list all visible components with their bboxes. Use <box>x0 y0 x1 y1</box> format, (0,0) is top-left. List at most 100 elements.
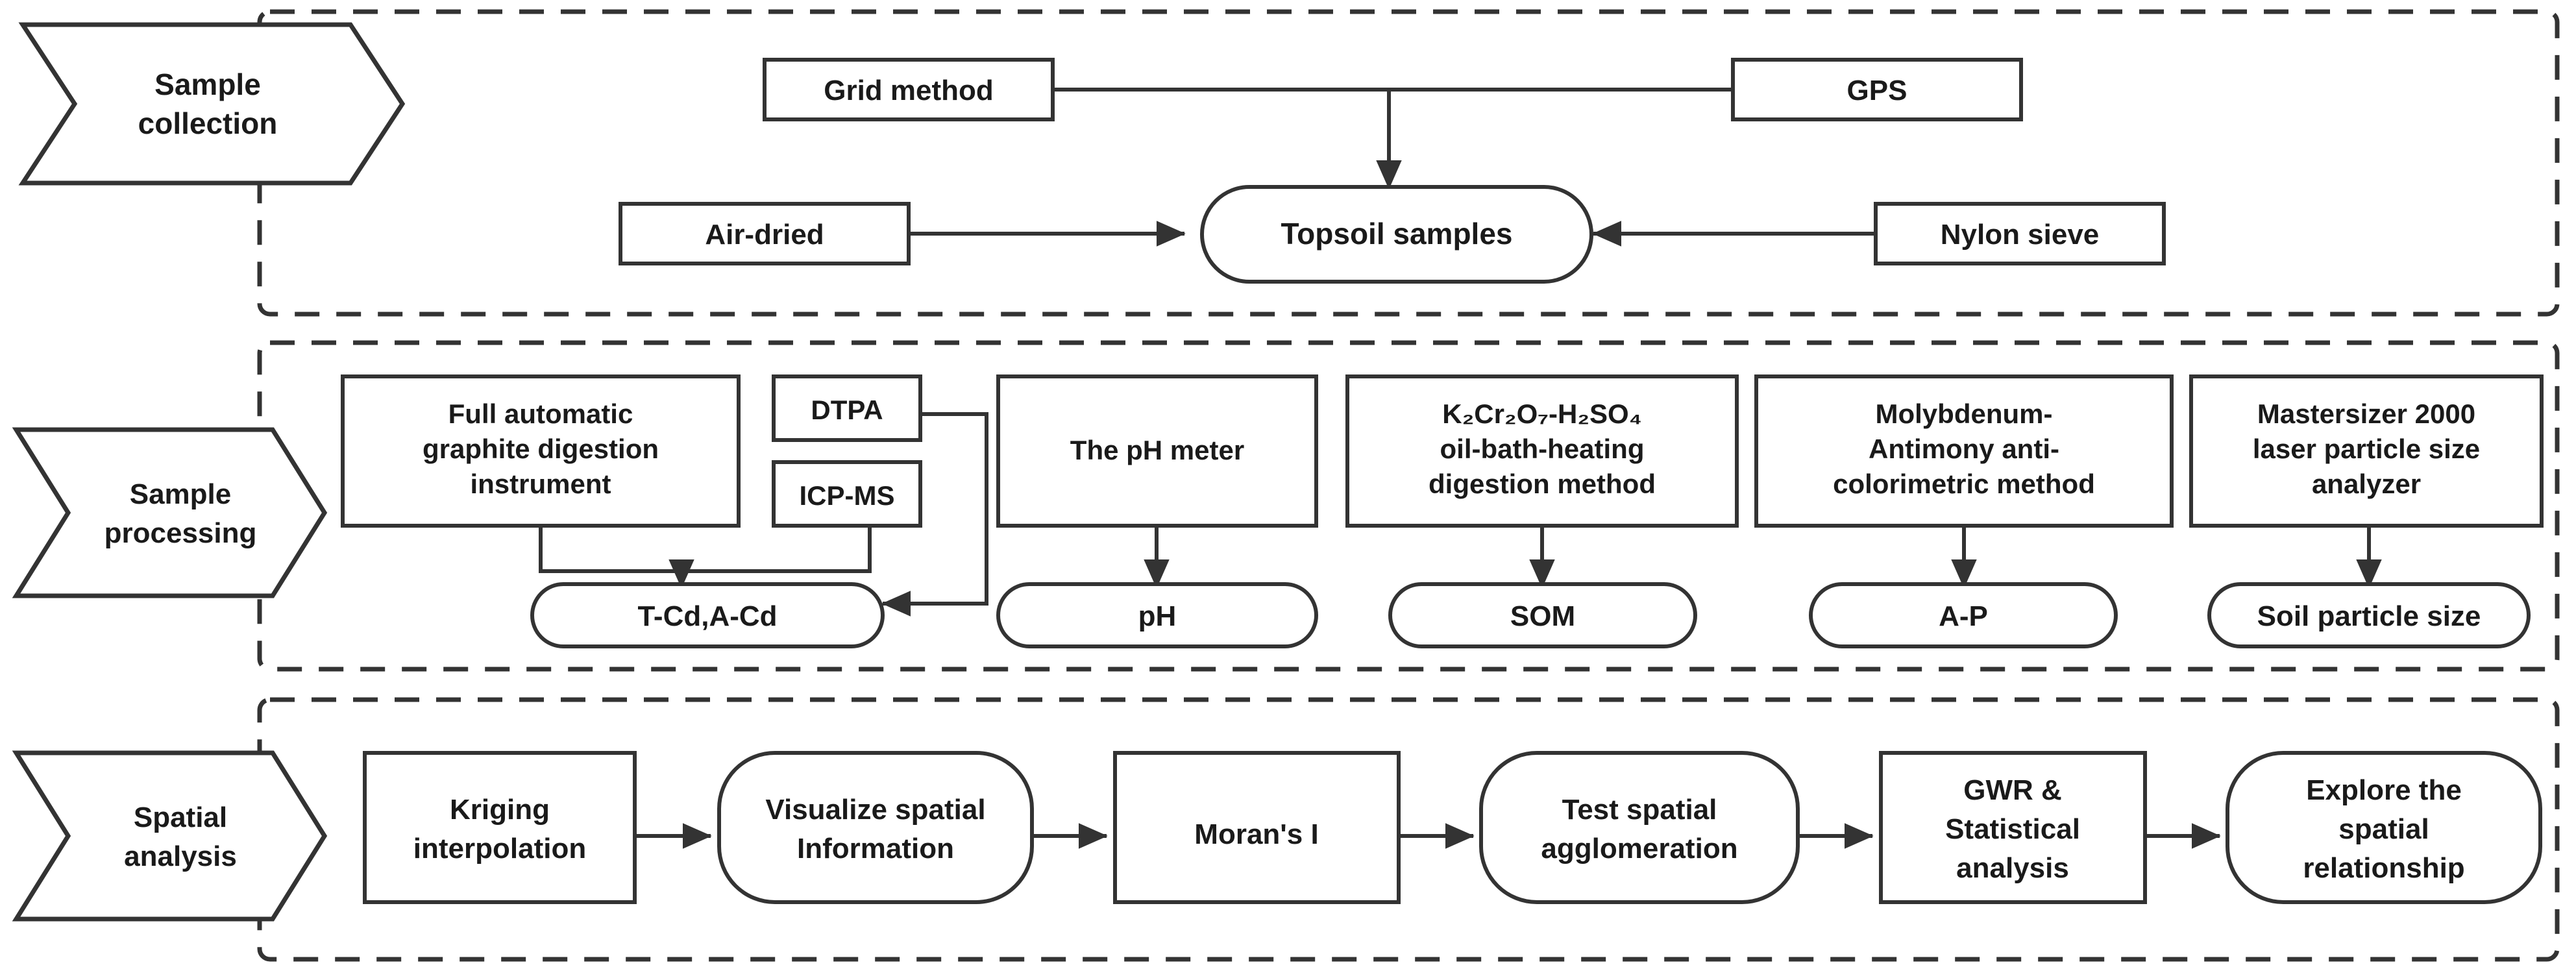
node-ph-shape <box>996 582 1318 648</box>
node-topsoil-samples-shape <box>1200 185 1593 284</box>
node-soil-particle-size-label: Soil particle size <box>2257 600 2481 632</box>
node-oil-bath-line2: oil-bath-heating <box>1440 434 1645 464</box>
node-mastersizer-line3: analyzer <box>2312 469 2421 499</box>
node-visualize-line1: Visualize spatial <box>765 794 985 826</box>
node-gwr-line3: analysis <box>1956 852 2069 884</box>
node-nylon-sieve-shape <box>1874 202 2166 265</box>
stage-chevron-sample-processing[interactable]: Sample processing <box>12 427 328 598</box>
node-graphite-digestion-line1: Full automatic <box>448 399 633 429</box>
node-graphite-digestion-shape <box>341 374 741 528</box>
stage-label-line2: collection <box>138 106 278 140</box>
node-gwr-shape <box>1879 751 2147 904</box>
node-oil-bath-line3: digestion method <box>1429 469 1656 499</box>
node-oil-bath-line1: K₂Cr₂O₇-H₂SO₄ <box>1442 399 1641 429</box>
node-morans-i-label: Moran's I <box>1194 818 1318 850</box>
node-morans-i[interactable]: Moran's I <box>1113 751 1401 904</box>
node-kriging-line2: interpolation <box>413 833 586 865</box>
node-nylon-sieve[interactable]: Nylon sieve <box>1874 202 2166 265</box>
node-air-dried-shape <box>619 202 911 265</box>
node-ph[interactable]: pH <box>996 582 1318 648</box>
stage-chevron-sample-collection[interactable]: Sample collection <box>18 22 406 186</box>
node-dtpa-label: DTPA <box>811 395 883 425</box>
node-graphite-digestion-line3: instrument <box>470 469 611 499</box>
node-ph-label: pH <box>1138 600 1177 632</box>
node-icp-ms-shape <box>772 460 922 528</box>
stage-label-line1: Sample <box>130 478 232 510</box>
node-test-line2: agglomeration <box>1541 833 1737 865</box>
node-dtpa-shape <box>772 374 922 442</box>
node-gwr-statistical-analysis[interactable]: GWR & Statistical analysis <box>1879 751 2147 904</box>
node-molybdenum-line2: Antimony anti- <box>1869 434 2059 464</box>
node-gps-label: GPS <box>1847 75 1907 106</box>
node-visualize-line2: Information <box>797 833 954 865</box>
node-test-line1: Test spatial <box>1562 794 1717 826</box>
node-molybdenum-line3: colorimetric method <box>1833 469 2095 499</box>
node-explore-spatial-relationship[interactable]: Explore the spatial relationship <box>2226 751 2542 904</box>
node-molybdenum-line1: Molybdenum- <box>1876 399 2053 429</box>
stage-label-line2: processing <box>104 517 257 549</box>
node-topsoil-samples-label: Topsoil samples <box>1281 217 1512 251</box>
node-explore-shape <box>2226 751 2542 904</box>
node-explore-line2: spatial <box>2338 813 2429 845</box>
node-test-spatial-shape <box>1479 751 1800 904</box>
node-kriging-interpolation[interactable]: Kriging interpolation <box>363 751 637 904</box>
edge-dtpa-to-tcd <box>881 412 988 617</box>
node-gps-shape <box>1731 58 2023 121</box>
node-ph-meter-shape <box>996 374 1318 528</box>
node-t-cd-a-cd-label: T-Cd,A-Cd <box>637 600 777 632</box>
node-a-p-label: A-P <box>1939 600 1988 632</box>
node-som-shape <box>1388 582 1697 648</box>
node-molybdenum-method-shape <box>1754 374 2174 528</box>
node-nylon-sieve-label: Nylon sieve <box>1941 219 2100 251</box>
node-mastersizer[interactable]: Mastersizer 2000 laser particle size ana… <box>2189 374 2544 528</box>
stage-chevron-shape-1 <box>18 22 406 186</box>
node-visualize-shape <box>717 751 1034 904</box>
section-border-sample-processing <box>257 340 2560 672</box>
node-a-p-shape <box>1809 582 2118 648</box>
node-a-p[interactable]: A-P <box>1809 582 2118 648</box>
section-border-sample-collection <box>257 9 2560 317</box>
node-grid-method-shape <box>763 58 1055 121</box>
node-visualize-spatial-information[interactable]: Visualize spatial Information <box>717 751 1034 904</box>
node-mastersizer-shape <box>2189 374 2544 528</box>
node-mastersizer-line1: Mastersizer 2000 <box>2257 399 2475 429</box>
node-topsoil-samples[interactable]: Topsoil samples <box>1200 185 1593 284</box>
node-molybdenum-method[interactable]: Molybdenum- Antimony anti- colorimetric … <box>1754 374 2174 528</box>
stage-label-line1: Sample <box>154 67 261 101</box>
node-mastersizer-line2: laser particle size <box>2253 434 2480 464</box>
stage-chevron-shape-2 <box>12 427 328 598</box>
node-t-cd-a-cd[interactable]: T-Cd,A-Cd <box>530 582 885 648</box>
node-oil-bath-digestion-shape <box>1345 374 1739 528</box>
node-dtpa[interactable]: DTPA <box>772 374 922 442</box>
node-som[interactable]: SOM <box>1388 582 1697 648</box>
node-t-cd-a-cd-shape <box>530 582 885 648</box>
node-air-dried-label: Air-dried <box>705 219 824 251</box>
node-kriging-shape <box>363 751 637 904</box>
node-ph-meter[interactable]: The pH meter <box>996 374 1318 528</box>
stage-label-line1: Spatial <box>134 802 227 833</box>
node-soil-particle-size[interactable]: Soil particle size <box>2207 582 2531 648</box>
stage-chevron-shape-3 <box>12 750 328 922</box>
node-oil-bath-digestion[interactable]: K₂Cr₂O₇-H₂SO₄ oil-bath-heating digestion… <box>1345 374 1739 528</box>
node-gwr-line1: GWR & <box>1963 774 2062 806</box>
node-morans-i-shape <box>1113 751 1401 904</box>
node-explore-line1: Explore the <box>2306 774 2462 806</box>
node-soil-particle-size-shape <box>2207 582 2531 648</box>
node-ph-meter-label: The pH meter <box>1070 435 1244 465</box>
node-explore-line3: relationship <box>2303 852 2464 884</box>
node-grid-method-label: Grid method <box>824 75 994 106</box>
node-grid-method[interactable]: Grid method <box>763 58 1055 121</box>
stage-chevron-spatial-analysis[interactable]: Spatial analysis <box>12 750 328 922</box>
node-air-dried[interactable]: Air-dried <box>619 202 911 265</box>
node-gwr-line2: Statistical <box>1945 813 2080 845</box>
node-icp-ms[interactable]: ICP-MS <box>772 460 922 528</box>
node-som-label: SOM <box>1510 600 1575 632</box>
node-graphite-digestion[interactable]: Full automatic graphite digestion instru… <box>341 374 741 528</box>
row1-connectors <box>909 88 1876 247</box>
node-gps[interactable]: GPS <box>1731 58 2023 121</box>
stage-label-line2: analysis <box>124 840 237 872</box>
node-test-spatial-agglomeration[interactable]: Test spatial agglomeration <box>1479 751 1800 904</box>
node-kriging-line1: Kriging <box>450 794 550 826</box>
